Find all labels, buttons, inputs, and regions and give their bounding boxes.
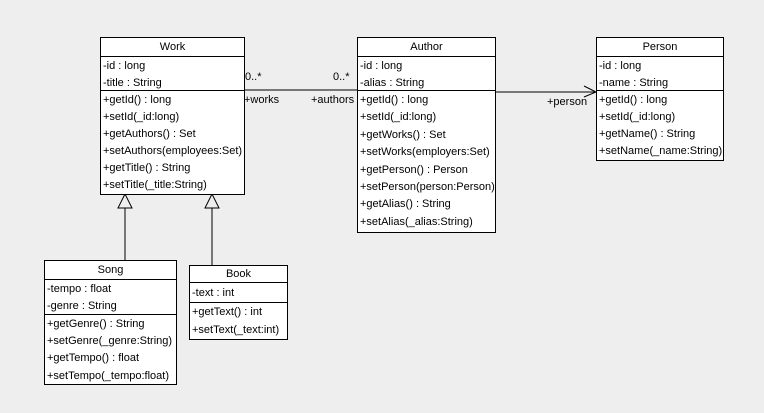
method-row[interactable]: +setWorks(employers:Set) (360, 146, 490, 159)
method-row[interactable]: +setAlias(_alias:String) (360, 215, 473, 228)
method-row[interactable]: +setId(_id:long) (103, 110, 180, 123)
class-box-book[interactable]: Book -text : int +getText() : int +setTe… (189, 265, 288, 340)
method-row[interactable]: +getId() : long (103, 94, 172, 106)
attribute-row[interactable]: -genre : String (47, 300, 117, 312)
attributes-compartment: -id : long -name : String (597, 57, 723, 91)
attributes-compartment: -tempo : float -genre : String (45, 280, 176, 315)
role-label-authors[interactable]: +authors (311, 94, 355, 106)
method-row[interactable]: +getAuthors() : Set (103, 127, 196, 140)
attributes-compartment: -id : long -title : String (101, 57, 244, 91)
method-row[interactable]: +setText(_text:int) (192, 323, 280, 336)
multiplicity-label-authors[interactable]: 0..* (333, 71, 350, 83)
attribute-row[interactable]: -name : String (599, 76, 669, 89)
method-row[interactable]: +setName(_name:String) (599, 145, 723, 157)
class-box-work[interactable]: Work -id : long -title : String +getId()… (100, 37, 245, 195)
method-row[interactable]: +setId(_id:long) (599, 111, 676, 123)
class-box-author[interactable]: Author -id : long -alias : String +getId… (357, 37, 496, 233)
method-row[interactable]: +getId() : long (360, 94, 429, 106)
method-row[interactable]: +getId() : long (599, 94, 668, 106)
attribute-row[interactable]: -title : String (103, 76, 162, 89)
class-name[interactable]: Work (101, 38, 244, 57)
attribute-row[interactable]: -alias : String (360, 76, 425, 89)
method-row[interactable]: +setAuthors(employees:Set) (103, 144, 243, 157)
role-label-person[interactable]: +person (547, 96, 588, 108)
method-row[interactable]: +getWorks() : Set (360, 128, 446, 141)
generalization-triangle-icon[interactable] (117, 192, 133, 209)
method-row[interactable]: +setGenre(_genre:String) (47, 335, 173, 348)
methods-compartment: +getId() : long +setId(_id:long) +getAut… (101, 91, 244, 194)
attribute-row[interactable]: -text : int (192, 287, 235, 299)
generalization-triangle-icon[interactable] (204, 192, 220, 209)
methods-compartment: +getId() : long +setId(_id:long) +getNam… (597, 91, 723, 160)
class-name[interactable]: Book (190, 266, 287, 283)
class-name[interactable]: Person (597, 38, 723, 57)
attribute-row[interactable]: -id : long (599, 60, 642, 72)
attributes-compartment: -id : long -alias : String (358, 57, 495, 91)
class-name[interactable]: Song (45, 261, 176, 280)
method-row[interactable]: +setTempo(_tempo:float) (47, 369, 169, 382)
method-row[interactable]: +setId(_id:long) (360, 111, 437, 124)
attribute-row[interactable]: -tempo : float (47, 283, 112, 295)
method-row[interactable]: +getPerson() : Person (360, 163, 468, 176)
class-box-song[interactable]: Song -tempo : float -genre : String +get… (44, 260, 177, 385)
multiplicity-label-works[interactable]: 0..* (245, 71, 262, 83)
attributes-compartment: -text : int (190, 283, 287, 303)
method-row[interactable]: +setTitle(_title:String) (103, 178, 207, 191)
methods-compartment: +getId() : long +setId(_id:long) +getWor… (358, 91, 495, 232)
attribute-row[interactable]: -id : long (103, 60, 146, 72)
method-row[interactable]: +getAlias() : String (360, 198, 451, 211)
method-row[interactable]: +getGenre() : String (47, 318, 145, 330)
methods-compartment: +getGenre() : String +setGenre(_genre:St… (45, 315, 176, 384)
attribute-row[interactable]: -id : long (360, 60, 403, 72)
method-row[interactable]: +getName() : String (599, 128, 696, 140)
method-row[interactable]: +getText() : int (192, 306, 263, 318)
class-box-person[interactable]: Person -id : long -name : String +getId(… (596, 37, 724, 161)
class-name[interactable]: Author (358, 38, 495, 57)
method-row[interactable]: +setPerson(person:Person) (360, 181, 495, 194)
role-label-works[interactable]: +works (244, 94, 280, 106)
method-row[interactable]: +getTempo() : float (47, 352, 140, 365)
method-row[interactable]: +getTitle() : String (103, 161, 191, 174)
methods-compartment: +getText() : int +setText(_text:int) (190, 303, 287, 339)
